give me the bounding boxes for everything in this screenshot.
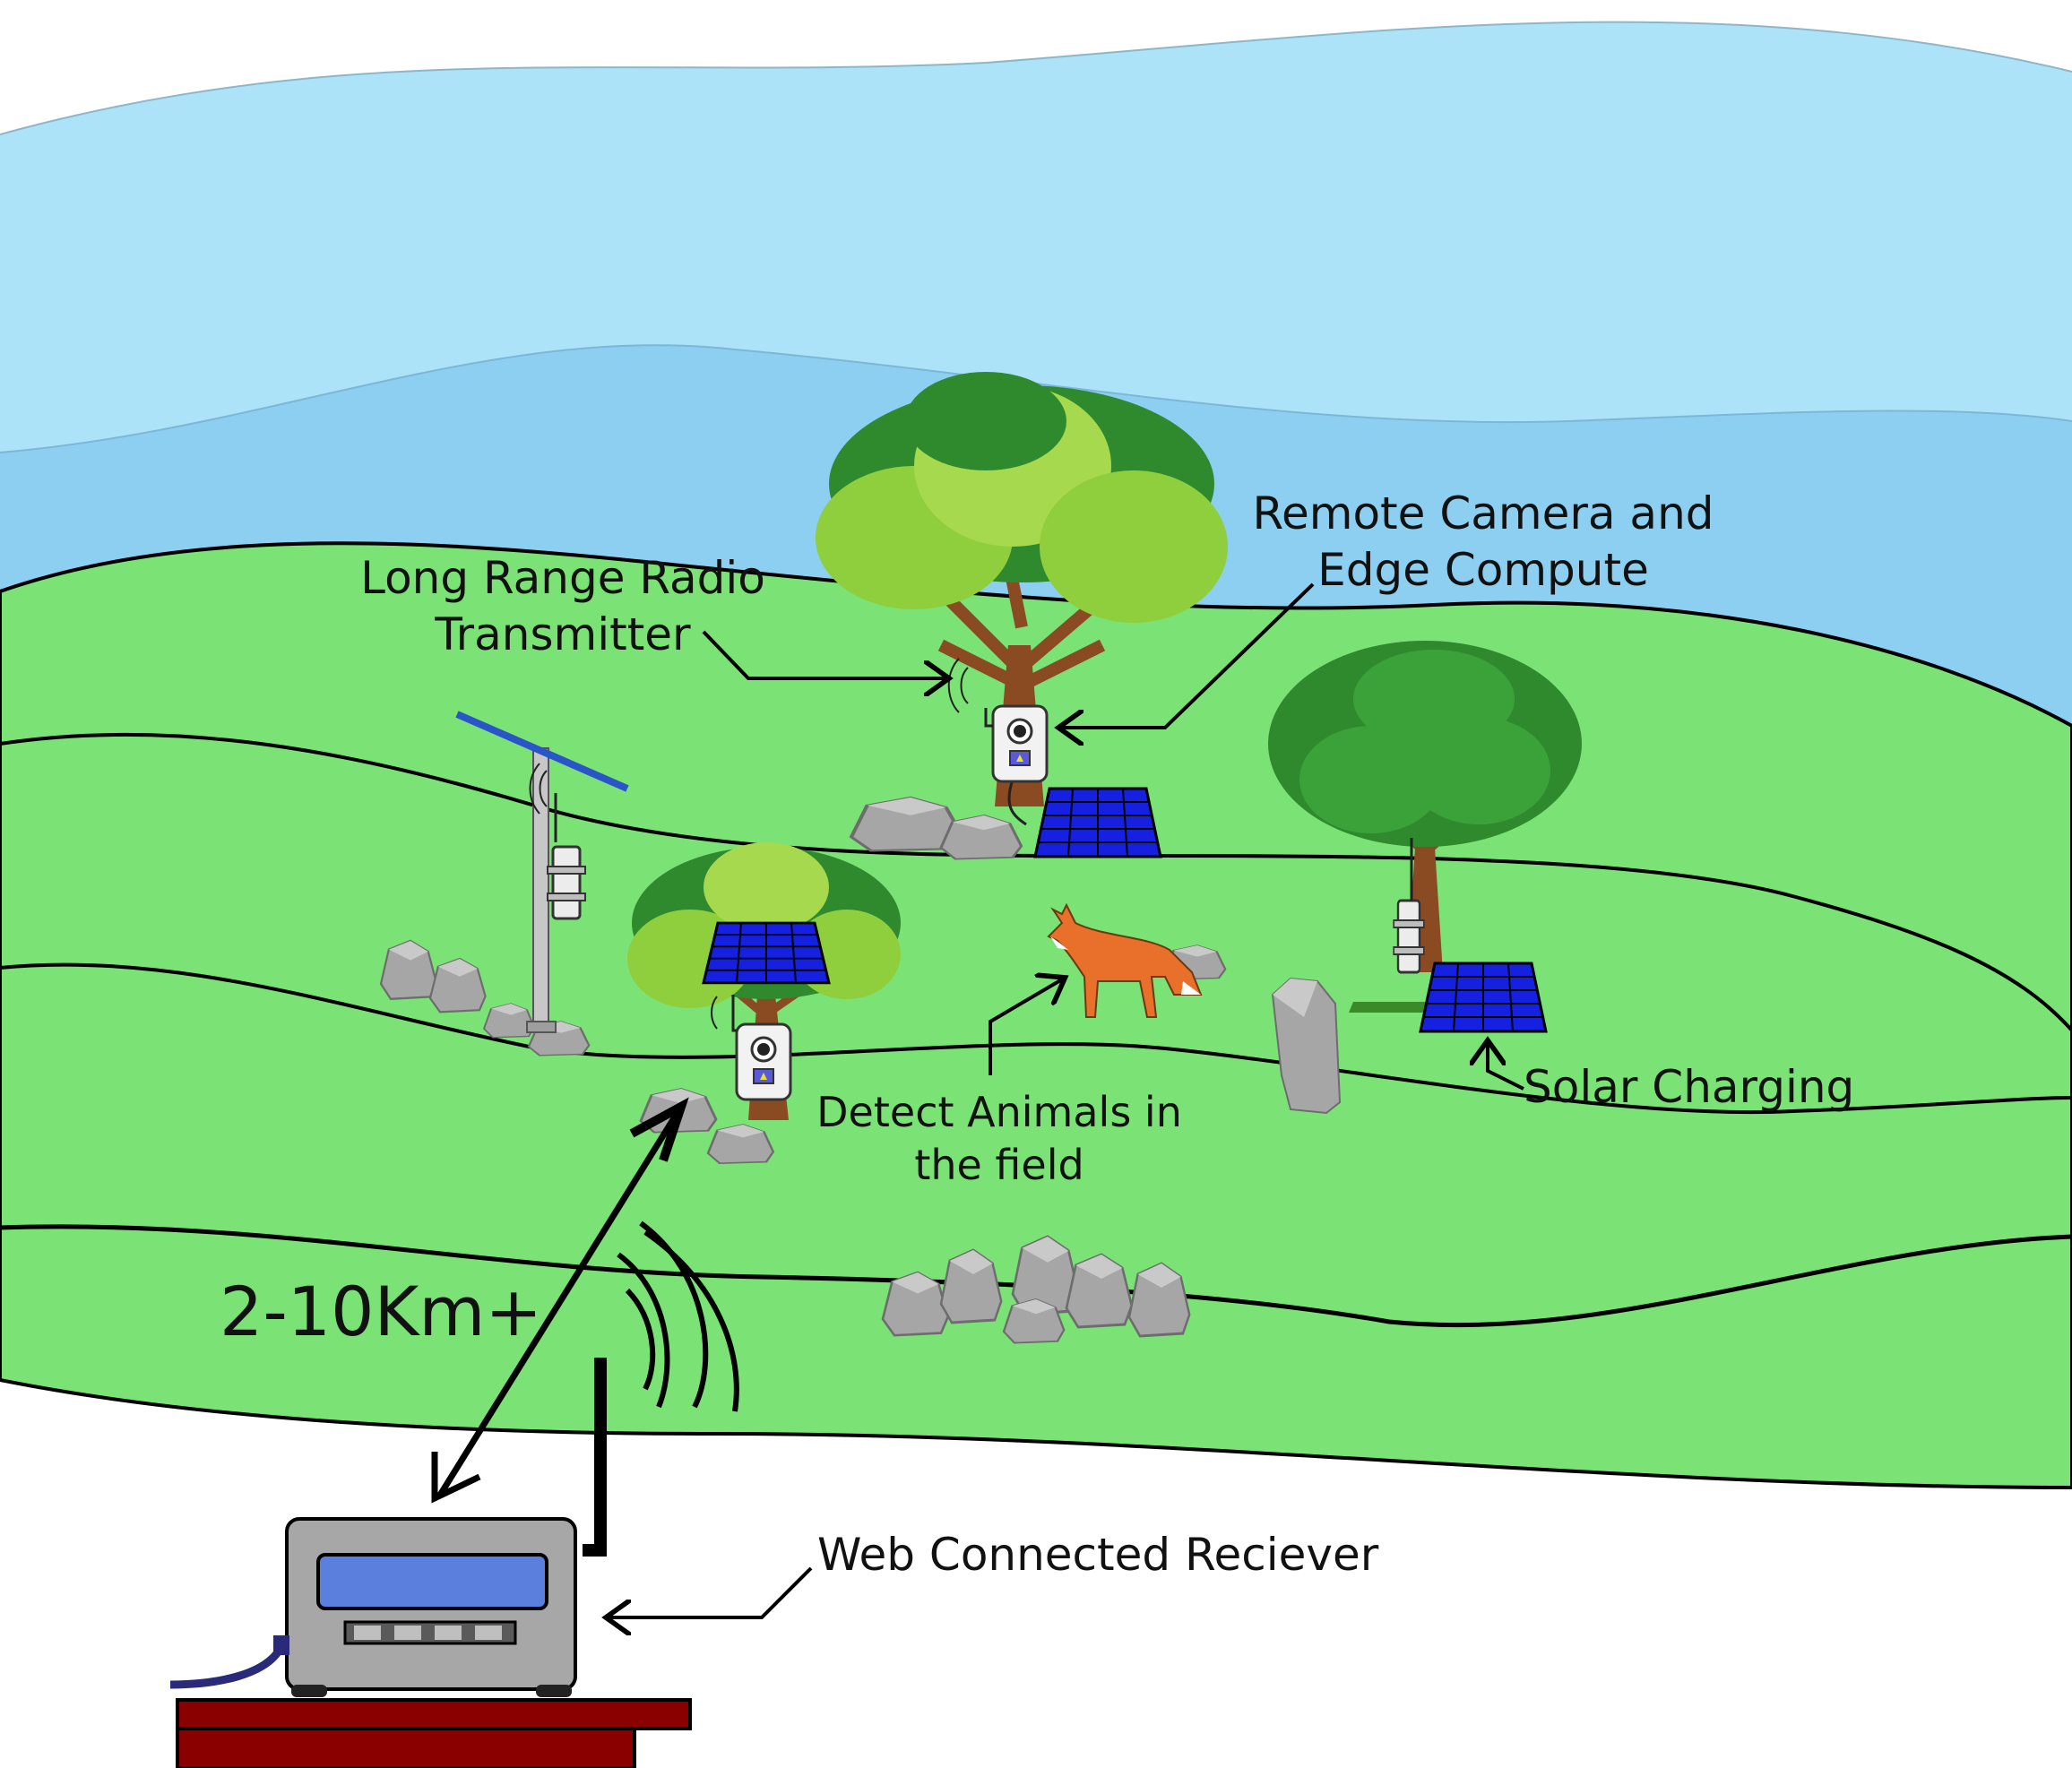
range-arrow bbox=[436, 1112, 679, 1498]
camera-trap-icon bbox=[991, 704, 1049, 783]
hill-line-2 bbox=[0, 962, 2072, 1115]
receiver-icon bbox=[169, 1517, 577, 1697]
camera-pointer-arrow bbox=[1062, 582, 1315, 728]
camera-label-line2: Edge Compute bbox=[1317, 544, 1649, 596]
radio-box-icon bbox=[1392, 899, 1426, 974]
radio-pointer-arrow bbox=[702, 630, 945, 678]
radio-pole-icon bbox=[455, 711, 629, 1033]
solar-label: Solar Charging bbox=[1524, 1061, 1854, 1113]
receiver-label: Web Connected Reciever bbox=[817, 1529, 1379, 1581]
camera-label-line1: Remote Camera and bbox=[1253, 487, 1714, 539]
detect-label-line1: Detect Animals in bbox=[816, 1088, 1182, 1136]
detect-label-line2: the field bbox=[914, 1141, 1083, 1189]
radio-label-line1: Long Range Radio bbox=[360, 552, 765, 604]
table-icon bbox=[176, 1698, 692, 1768]
fox-icon bbox=[1047, 902, 1203, 1018]
solar-panel-icon bbox=[1033, 787, 1162, 858]
antenna-icon bbox=[583, 1358, 607, 1557]
camera-trap-icon bbox=[735, 1022, 792, 1101]
solar-panel-icon bbox=[1419, 962, 1548, 1033]
rock-icon bbox=[1271, 977, 1342, 1115]
radio-label-line2: Transmitter bbox=[434, 608, 691, 660]
receiver-pointer-arrow bbox=[609, 1566, 813, 1617]
range-label: 2-10Km+ bbox=[220, 1272, 542, 1351]
antenna-icon bbox=[731, 708, 993, 1032]
radio-waves-large bbox=[617, 1220, 739, 1412]
solar-pointer-arrow bbox=[1488, 1044, 1524, 1091]
sky-top-outline bbox=[0, 21, 2072, 135]
solar-panel-icon bbox=[702, 921, 831, 985]
detect-pointer-arrow bbox=[989, 979, 1062, 1075]
